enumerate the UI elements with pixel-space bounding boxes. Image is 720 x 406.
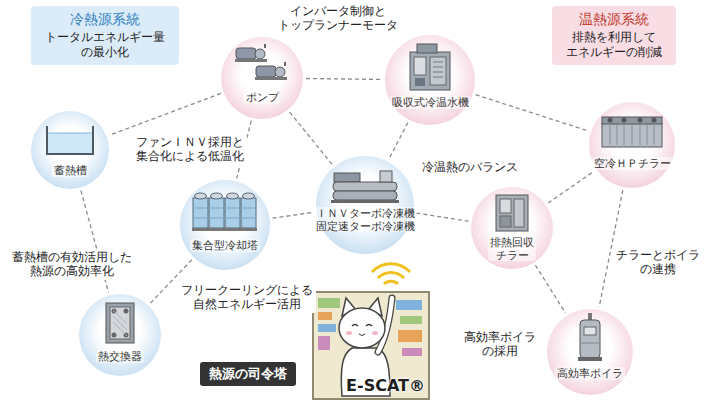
dashed-connector [306,78,382,80]
panel-heading: 温熱源系統 [579,11,649,27]
dashed-connector [476,95,589,131]
circle-outline [546,308,634,396]
equipment-circle: ポンプ [220,36,304,120]
label-holder: 高効率ボイラ [555,367,625,380]
annotation-text: 冷温熱のバランス [422,161,518,175]
annotation-holder: 高効率ボイラ の採用 [461,330,539,360]
escat-panel: E-SCAT® [312,268,430,400]
equipment-icon [331,171,399,203]
dashed-connector [290,112,333,164]
label-holder: 蓄熱槽 [52,164,89,177]
annotation-holder: 冷温熱のバランス [419,160,521,176]
equipment-circle: 蓄熱槽 [30,110,110,190]
tag-text: 熱源の司令塔 [209,366,287,382]
label-holder: ＩＮＶターボ冷凍機 固定速ターボ冷凍機 [314,207,417,232]
equipment-circle: 排熱回収 チラー [470,186,554,270]
equipment-label: ポンプ [244,91,281,104]
annotation-text: チラーとボイラ の連携 [616,249,700,277]
circle-fill [547,309,633,395]
equipment-circle: 熱交換器 [78,293,162,377]
circle-outline [78,293,162,377]
command-tag: 熱源の司令塔 [200,362,296,386]
equipment-label: 排熱回収 チラー [488,236,536,261]
dashed-connector [548,171,594,203]
annotation-text: インバータ制御と トップランナーモータ [278,5,398,33]
circle-fill [385,35,475,125]
label-holder: 排熱回収 チラー [488,236,536,261]
circle-fill [589,102,675,188]
annotation-text: フリークーリングによる 自然エネルギー活用 [181,284,313,312]
annotation-holder: フリークーリングによる 自然エネルギー活用 [178,283,316,313]
circle-outline [588,101,676,189]
equipment-icon [235,44,287,80]
circle-outline [30,110,110,190]
circle-outline [384,34,476,126]
annotation-text: 蓄熱槽の有効活用した 熱源の高効率化 [12,251,132,279]
panel-heading: 冷熱源系統 [70,11,140,27]
annotation-text: ファンＩＮＶ採用と 集合化による低温化 [136,136,244,164]
circle-fill [180,180,270,270]
circle-fill [79,294,161,376]
dashed-connector [273,212,314,218]
annotation-text: 高効率ボイラ の採用 [464,331,536,359]
panel-body: 排熱を利用して エネルギーの削減 [566,30,662,59]
label-holder: 吸収式冷温水機 [390,96,471,109]
equipment-label: 集合型冷却塔 [190,239,260,252]
equipment-icon [192,193,257,231]
equipment-icon [47,126,93,154]
annotation-holder: ファンＩＮＶ採用と 集合化による低温化 [133,135,247,165]
circle-fill [316,156,414,254]
label-holder: 集合型冷却塔 [190,239,260,252]
dashed-connector [535,265,565,313]
label-holder: 空冷ＨＰチラー [592,157,673,170]
circle-fill [221,37,303,119]
label-holder: E-SCAT® [346,376,425,395]
cat-panel-icon [313,264,429,399]
equipment-icon [578,313,602,361]
equipment-icon [106,303,134,343]
label-holder: 熱交換器 [96,350,144,363]
dashed-connector [389,123,408,159]
circle-fill [471,187,553,269]
equipment-circle: 集合型冷却塔 [179,179,271,271]
equipment-circle: 吸収式冷温水機 [384,34,476,126]
label-holder: ポンプ [244,91,281,104]
equipment-icon [410,44,450,90]
equipment-label: 高効率ボイラ [555,367,625,380]
system-panel: 温熱源系統排熱を利用して エネルギーの削減 [552,6,676,65]
dashed-connector [109,93,220,135]
circle-outline [220,36,304,120]
annotation-holder: インバータ制御と トップランナーモータ [275,4,401,34]
equipment-icon [496,195,528,231]
equipment-icon [602,117,662,147]
panel-body: トータルエネルギー量 の最小化 [45,30,165,59]
system-panel: 冷熱源系統トータルエネルギー量 の最小化 [31,6,179,65]
equipment-label: 蓄熱槽 [52,164,89,177]
equipment-label: 空冷ＨＰチラー [592,157,673,170]
equipment-label: 熱交換器 [96,350,144,363]
annotation-holder: チラーとボイラ の連携 [613,248,703,278]
circle-fill [31,111,109,189]
dashed-connector [416,213,468,221]
annotation-holder: 蓄熱槽の有効活用した 熱源の高効率化 [9,250,135,280]
equipment-circle: 高効率ボイラ [546,308,634,396]
circle-outline [179,179,271,271]
circle-outline [315,155,415,255]
product-name: E-SCAT® [346,376,425,395]
equipment-circle: 空冷ＨＰチラー [588,101,676,189]
equipment-circle: ＩＮＶターボ冷凍機 固定速ターボ冷凍機 [315,155,415,255]
equipment-label: 吸収式冷温水機 [390,96,471,109]
equipment-label: ＩＮＶターボ冷凍機 固定速ターボ冷凍機 [314,207,417,232]
